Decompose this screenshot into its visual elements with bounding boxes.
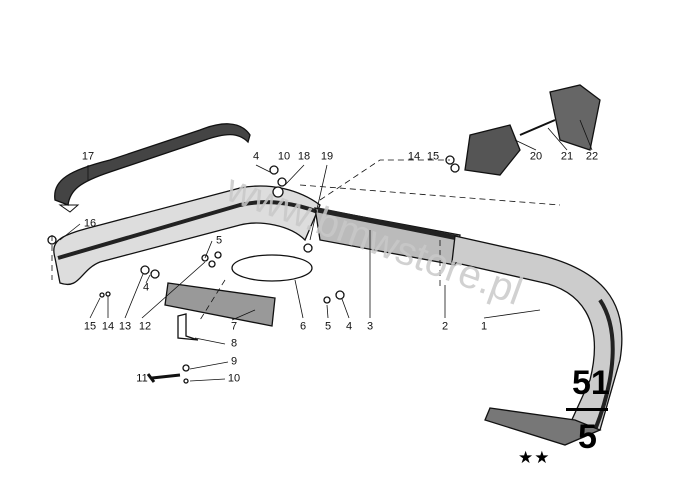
part-label: 7 [230, 320, 238, 333]
part-20-bracket [464, 124, 521, 176]
part-label: 5 [215, 234, 223, 247]
part-label: 3 [366, 320, 374, 333]
part-label: 19 [320, 150, 334, 163]
part-label: 4 [252, 150, 260, 163]
right-bumper-rubber-strip [593, 298, 615, 431]
nuts-and-washers [47, 155, 460, 304]
part-label: 20 [529, 150, 543, 163]
part-label: 21 [560, 150, 574, 163]
part-9-washer [182, 364, 190, 372]
part-label: 13 [118, 320, 132, 333]
part-label: 15 [83, 320, 97, 333]
part-17-tip [58, 204, 80, 213]
group-divider [566, 408, 608, 411]
part-10-washer [183, 378, 189, 384]
part-label: 16 [83, 217, 97, 230]
part-label: 8 [230, 337, 238, 350]
part-label: 15 [426, 150, 440, 163]
part-17-trim [54, 123, 251, 206]
part-21-bolt [519, 119, 556, 136]
leader-lines [59, 119, 593, 382]
construction-lines [51, 159, 561, 321]
right-bumper-end [484, 407, 602, 446]
part-3-center-bumper [314, 207, 461, 266]
part-label: 9 [230, 355, 238, 368]
part-label: 11 [136, 372, 148, 385]
part-22-cap [549, 84, 601, 151]
part-label: 5 [324, 320, 332, 333]
part-label: 10 [227, 372, 241, 385]
part-label: 22 [585, 150, 599, 163]
subgroup-number: 5 [578, 418, 597, 456]
left-bumper-rubber-strip [57, 200, 319, 260]
part-corner-bumper-left [53, 185, 321, 286]
group-number: 51 [572, 364, 610, 402]
part-label: 4 [345, 320, 353, 333]
part-7-pad [164, 282, 276, 327]
part-8-bracket [177, 313, 199, 341]
part-11-bolt [146, 373, 181, 383]
part-label: 12 [138, 320, 152, 333]
part-label: 4 [142, 281, 150, 294]
part-label: 17 [81, 150, 95, 163]
center-bumper-rubber-strip [317, 207, 459, 241]
part-label: 1 [480, 320, 488, 333]
part-label: 2 [441, 320, 449, 333]
part-label: 14 [101, 320, 115, 333]
part-label: 18 [297, 150, 311, 163]
rating-stars: ★★ [518, 448, 551, 467]
part-label: 10 [277, 150, 291, 163]
part-6-bracket [231, 254, 313, 282]
part-label: 6 [299, 320, 307, 333]
part-label: 14 [407, 150, 421, 163]
